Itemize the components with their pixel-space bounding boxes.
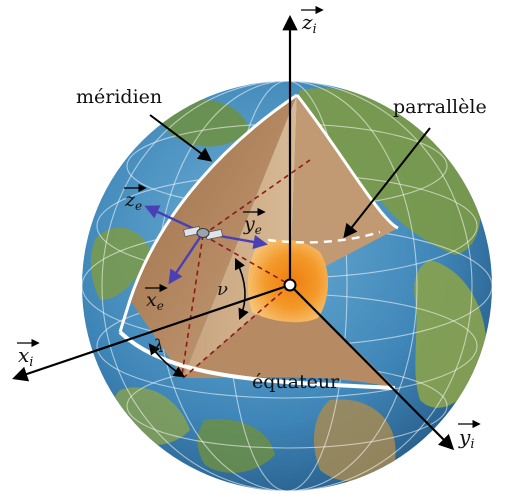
- svg-text:ze: ze: [124, 189, 142, 213]
- yi-letter: y: [458, 425, 471, 449]
- nu-angle-arc: [234, 257, 249, 321]
- earth-center-point: [283, 278, 297, 292]
- axis-yi: [289, 284, 455, 451]
- ze-subscript: e: [135, 199, 142, 213]
- satellite-icon: [183, 226, 223, 240]
- ze-label: ze: [124, 183, 147, 213]
- axis-xe: [168, 232, 204, 285]
- svg-text:zi: zi: [301, 10, 317, 37]
- xi-label: xi: [17, 338, 40, 370]
- meridian-pointer-arrow: [149, 114, 213, 162]
- ye-subscript: e: [255, 223, 262, 237]
- xe-label: xe: [145, 283, 168, 313]
- xe-letter: x: [146, 289, 157, 311]
- xi-subscript: i: [29, 355, 33, 370]
- svg-text:ye: ye: [243, 213, 262, 237]
- parallel-pointer-arrow: [343, 127, 431, 239]
- equator-label: équateur: [252, 371, 340, 393]
- xi-letter: x: [18, 343, 29, 367]
- satellite-body-frame: [144, 205, 268, 285]
- meridian-label: méridien: [76, 86, 162, 108]
- yi-label: yi: [458, 419, 481, 452]
- ye-letter: y: [243, 213, 255, 235]
- zi-label: zi: [301, 5, 324, 37]
- xe-subscript: e: [157, 299, 164, 313]
- lambda-label: λ: [152, 336, 164, 357]
- lambda-angle-arc: [148, 343, 185, 378]
- zi-letter: z: [301, 10, 313, 34]
- zi-subscript: i: [313, 22, 317, 37]
- yi-subscript: i: [470, 437, 474, 452]
- ye-label: ye: [243, 207, 266, 237]
- parallel-line: [267, 230, 381, 244]
- svg-text:xe: xe: [146, 289, 164, 313]
- nu-label: ν: [217, 279, 228, 300]
- svg-text:xi: xi: [18, 343, 33, 370]
- parallel-label: parrallèle: [393, 96, 487, 118]
- ze-letter: z: [124, 189, 136, 211]
- svg-text:yi: yi: [458, 425, 474, 452]
- orbit-geometry-lines: [181, 159, 311, 379]
